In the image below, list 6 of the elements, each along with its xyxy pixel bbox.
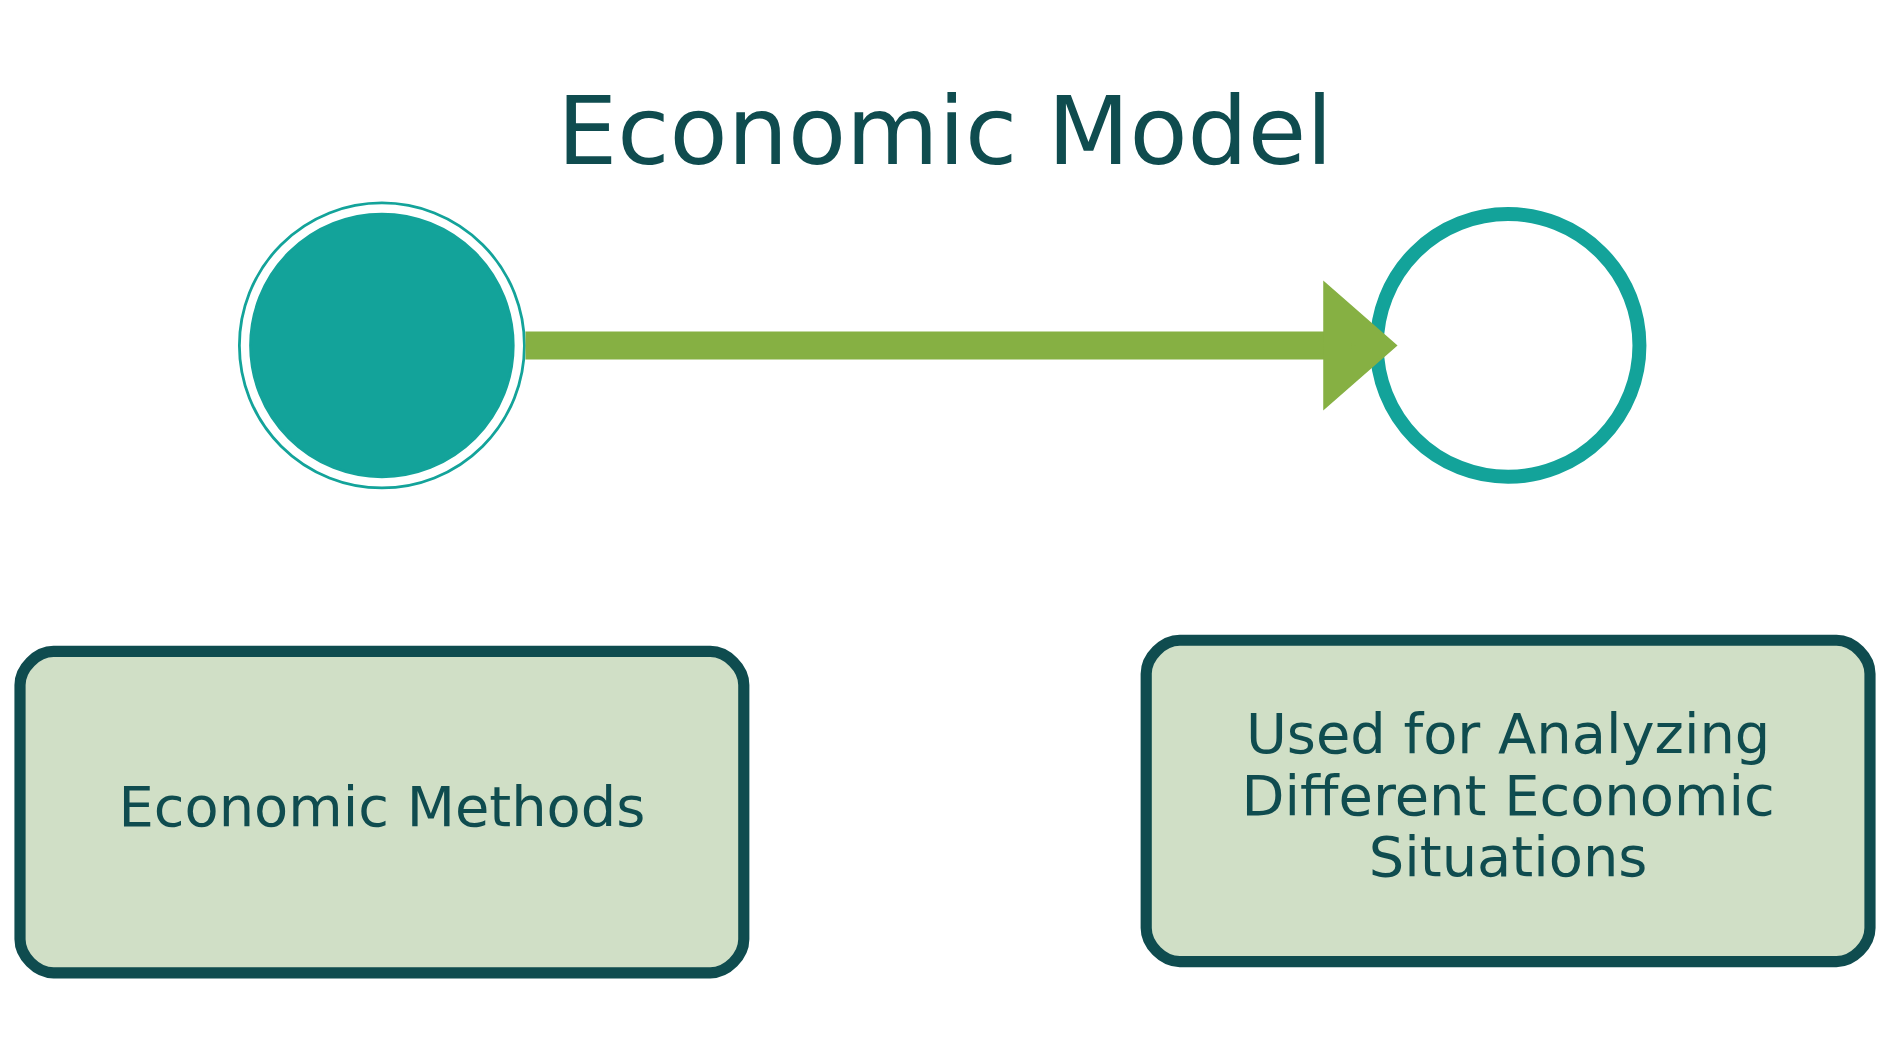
diagram-title: Economic Model <box>557 76 1333 187</box>
node-gear <box>238 201 526 490</box>
node-magnifier <box>1369 207 1647 484</box>
node-box: Economic Methods <box>14 645 750 979</box>
node-box: Used for Analyzing Different Economic Situations <box>1140 634 1876 968</box>
arrow <box>525 280 1398 411</box>
